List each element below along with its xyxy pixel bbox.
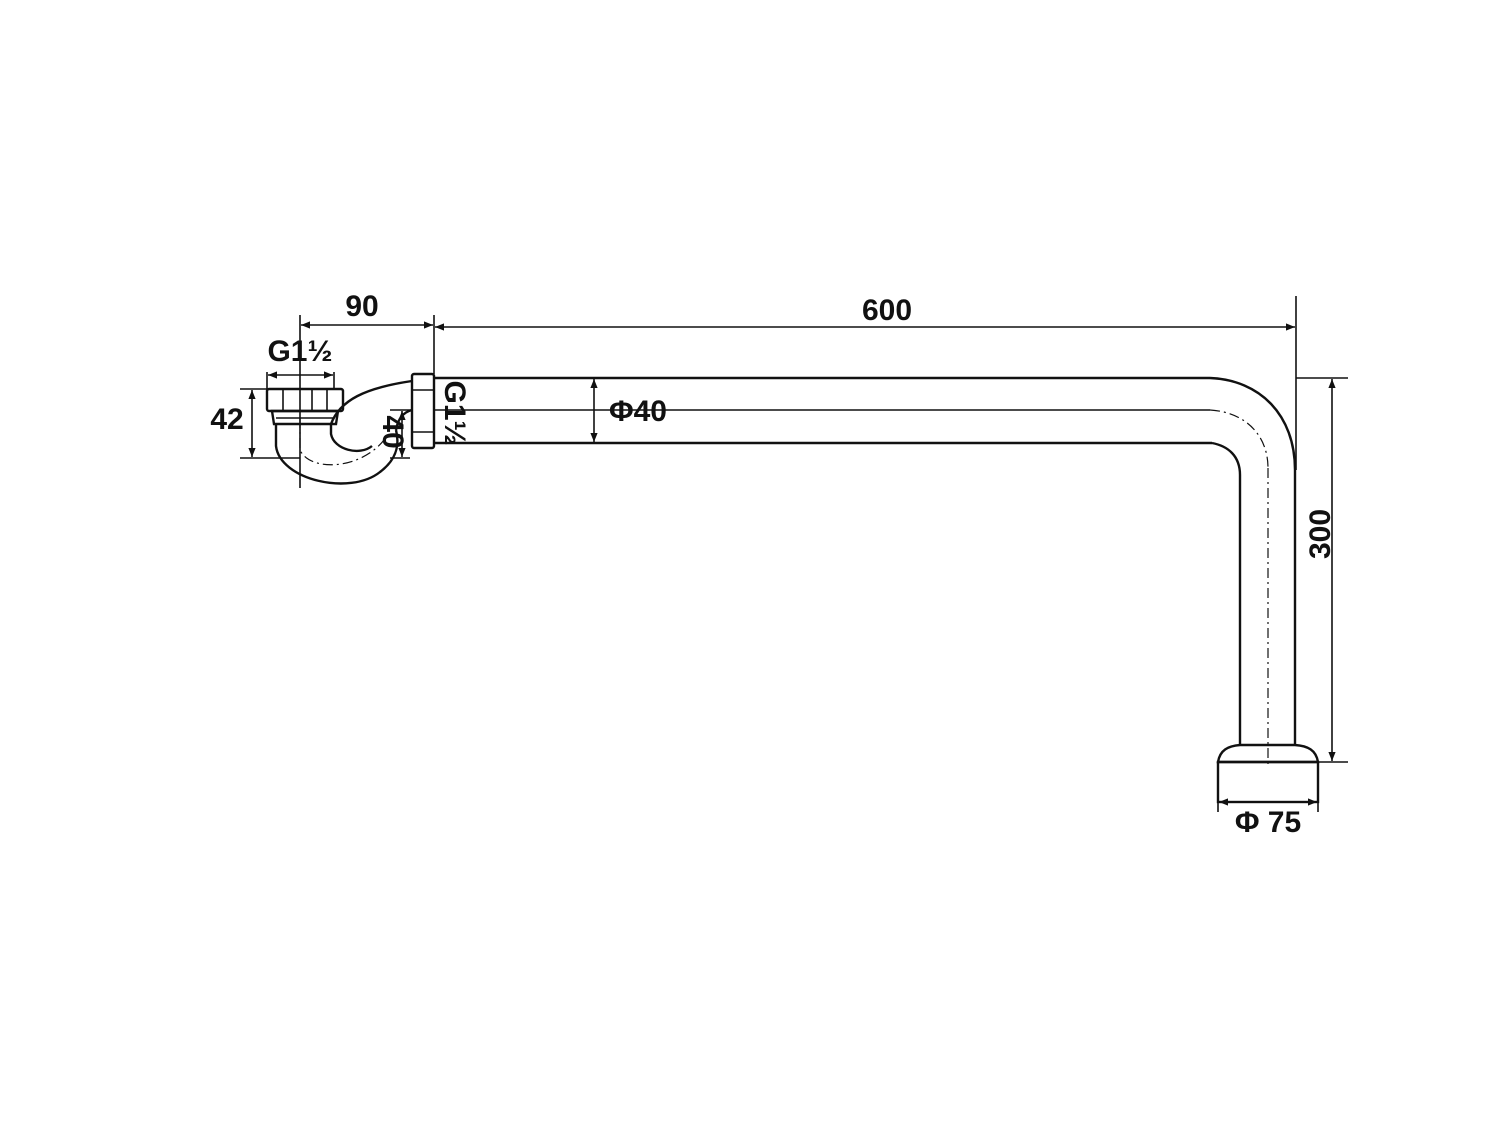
label-pipe-length: 600 bbox=[862, 294, 912, 327]
dimension-labels: 90 600 G1½ 42 40 G1½ Φ40 300 Φ 75 bbox=[210, 290, 1337, 839]
pipe-bend bbox=[1209, 376, 1297, 471]
label-outlet-thread: G1½ bbox=[438, 380, 471, 445]
floor-flange bbox=[1216, 743, 1320, 764]
outlet-nut bbox=[410, 372, 436, 450]
label-drop-height: 300 bbox=[1304, 509, 1337, 559]
label-inlet-thread: G1½ bbox=[267, 335, 332, 368]
label-trap-height: 42 bbox=[210, 403, 243, 436]
label-outlet-diameter: Φ 75 bbox=[1235, 806, 1301, 839]
dimension-lines bbox=[240, 296, 1348, 812]
label-trap-offset: 90 bbox=[345, 290, 378, 323]
label-trap-seal: 40 bbox=[376, 415, 409, 448]
inlet-nut bbox=[265, 387, 345, 413]
trap-bowl bbox=[274, 424, 399, 485]
label-pipe-diameter: Φ40 bbox=[609, 395, 667, 428]
drain-pipe bbox=[434, 376, 1320, 804]
